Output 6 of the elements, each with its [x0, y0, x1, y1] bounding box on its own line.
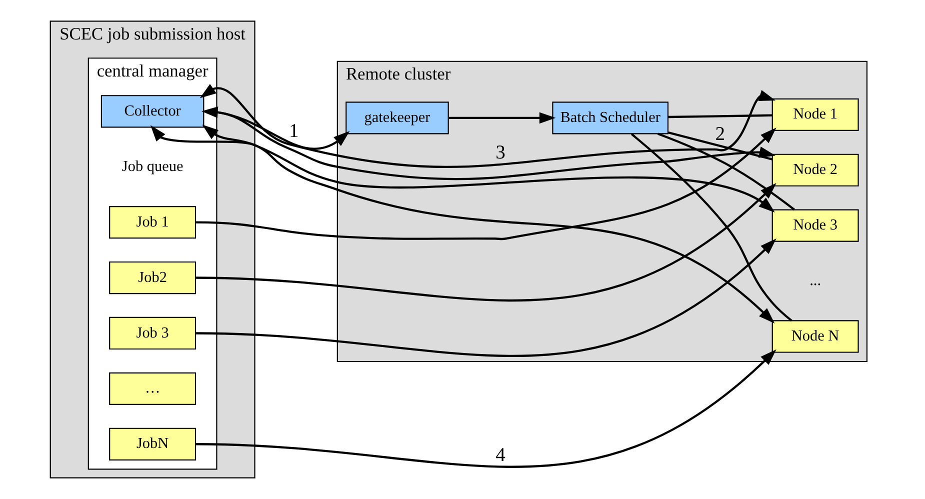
- label: Job queue: [121, 158, 183, 175]
- edge-label: 4: [495, 444, 505, 466]
- edge-label: 3: [495, 142, 505, 164]
- edge-label: 1: [288, 120, 298, 142]
- edge-label: 2: [714, 124, 725, 146]
- label: ...: [809, 272, 821, 290]
